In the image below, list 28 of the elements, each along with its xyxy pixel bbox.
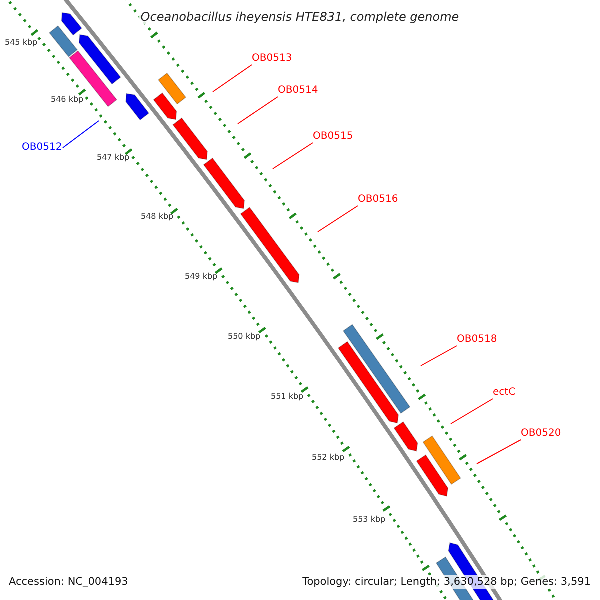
gene-label: OB0518	[457, 334, 498, 346]
gene-label: OB0513	[252, 53, 292, 65]
leader-line	[420, 346, 458, 366]
leader-line	[476, 440, 522, 464]
gene-label: OB0512	[22, 142, 62, 154]
leader-line	[62, 120, 100, 148]
position-label: 551 kbp	[271, 392, 304, 402]
leader-line	[212, 64, 252, 92]
position-label: 546 kbp	[51, 95, 84, 105]
gene-label: ectC	[493, 387, 516, 399]
leader-line	[450, 398, 494, 424]
position-label: 552 kbp	[312, 453, 345, 463]
gene-label: OB0520	[521, 428, 562, 440]
position-label: 550 kbp	[228, 332, 261, 342]
position-label: 547 kbp	[97, 153, 130, 163]
gene-label: OB0515	[313, 131, 354, 143]
position-label: 545 kbp	[5, 38, 38, 48]
position-label: 553 kbp	[353, 515, 386, 525]
position-label: 548 kbp	[141, 212, 174, 222]
leader-line	[238, 96, 278, 124]
genome-info-text: Accession: NC_004193	[8, 575, 130, 589]
diagram-title: Oceanobacillus iheyensis HTE831, complete genome	[138, 10, 462, 24]
gene-label: OB0514	[278, 85, 318, 97]
leader-line	[318, 206, 358, 232]
gene-label: OB0516	[358, 194, 398, 206]
leader-line	[272, 142, 314, 170]
genome-info-text: Topology: circular; Length: 3,630,528 bp; Genes: 3,591	[302, 575, 592, 589]
position-label: 549 kbp	[185, 272, 218, 282]
